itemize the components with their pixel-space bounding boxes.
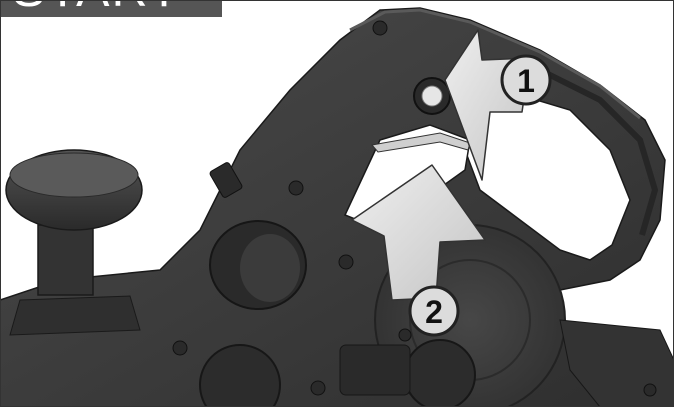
- step-badge-1: 1: [500, 54, 552, 106]
- start-label-text: START: [12, 0, 181, 14]
- step-badge-2: 2: [408, 285, 460, 337]
- step-number-1: 1: [517, 63, 535, 99]
- arrow-2-icon: [351, 164, 486, 301]
- step-number-2: 2: [425, 294, 443, 330]
- depth-knob: [5, 149, 143, 336]
- start-label: START: [0, 0, 222, 17]
